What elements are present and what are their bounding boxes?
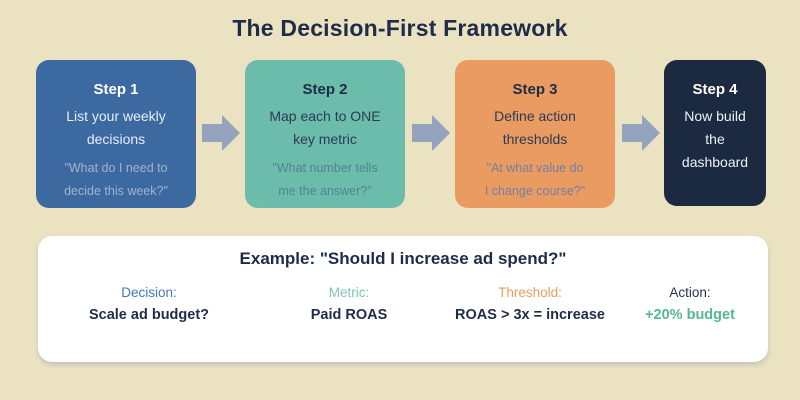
step-card-4: Step 4 Now build the dashboard [664,60,766,206]
step-2-quote: "What number tells me the answer?" [272,161,378,198]
decision-label: Decision: [121,285,177,300]
arrow-right-icon [412,115,450,151]
step-2-body: Map each to ONE key metric [269,108,381,147]
example-column-action: Action: +20% budget [645,285,735,323]
arrow-head-shape [432,115,450,151]
step-card-2: Step 2 Map each to ONE key metric "What … [245,60,405,208]
arrow-body-shape [412,124,432,142]
step-card-1: Step 1 List your weekly decisions "What … [36,60,196,208]
example-card: Example: "Should I increase ad spend?" D… [38,236,768,362]
step-4-title: Step 4 [692,81,738,98]
example-title: Example: "Should I increase ad spend?" [239,249,567,268]
example-column-metric: Metric: Paid ROAS [311,285,388,323]
page-title: The Decision-First Framework [232,15,568,41]
step-3-body: Define action thresholds [494,108,576,147]
arrow-body-shape [202,124,222,142]
step-3-title: Step 3 [512,81,558,98]
step-1-title: Step 1 [93,81,139,98]
arrow-head-shape [642,115,660,151]
step-1-quote: "What do I need to decide this week?" [64,161,168,198]
threshold-label: Threshold: [498,285,562,300]
arrow-head-shape [222,115,240,151]
arrow-right-icon [202,115,240,151]
threshold-value: ROAS > 3x = increase [455,307,605,323]
decision-value: Scale ad budget? [88,307,210,323]
metric-value: Paid ROAS [310,307,388,323]
step-card-3: Step 3 Define action thresholds "At what… [455,60,615,208]
arrow-right-icon [622,115,660,151]
step-1-body: List your weekly decisions [66,108,166,147]
action-value: +20% budget [645,307,735,323]
step-4-body: Now build the dashboard [681,108,749,170]
example-column-threshold: Threshold: ROAS > 3x = increase [455,285,605,323]
step-2-title: Step 2 [302,81,348,98]
step-3-quote: "At what value do I change course?" [484,161,586,198]
example-column-decision: Decision: Scale ad budget? [89,285,209,323]
action-label: Action: [669,285,711,300]
metric-label: Metric: [328,285,370,300]
arrow-body-shape [622,124,642,142]
